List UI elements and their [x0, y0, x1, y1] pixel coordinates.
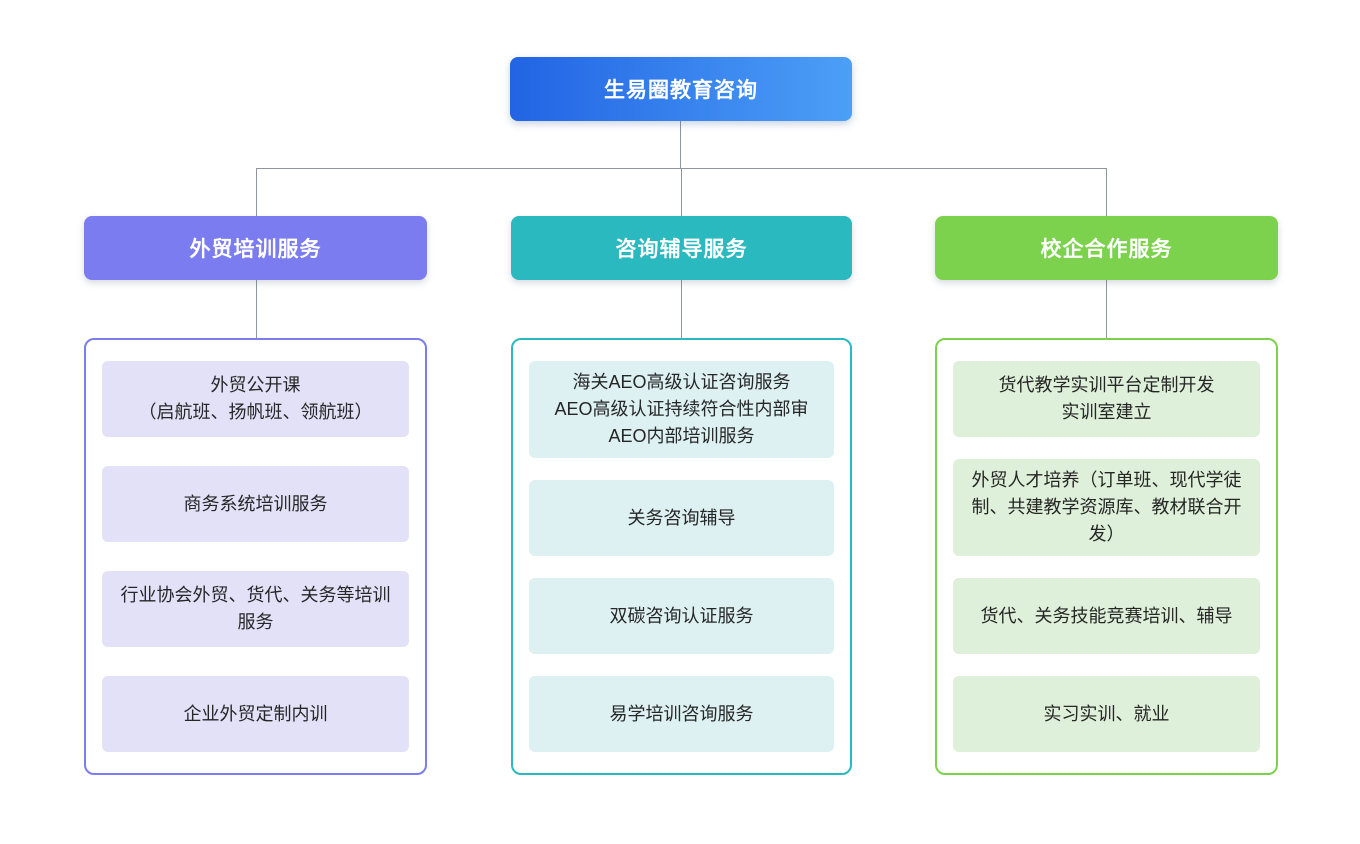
- item-node[interactable]: 关务咨询辅导: [529, 480, 834, 556]
- item-node[interactable]: 外贸人才培养（订单班、现代学徒制、共建教学资源库、教材联合开发）: [953, 459, 1260, 556]
- connector-drop-left-line: [256, 168, 257, 216]
- item-node[interactable]: 行业协会外贸、货代、关务等培训服务: [102, 571, 409, 647]
- item-label: 货代教学实训平台定制开发 实训室建立: [998, 375, 1215, 422]
- branch-container-trade-training: 外贸公开课 （启航班、扬帆班、领航班） 商务系统培训服务 行业协会外贸、货代、关…: [84, 338, 427, 775]
- item-node[interactable]: 货代教学实训平台定制开发 实训室建立: [953, 361, 1260, 437]
- connector-middle-header-to-container-line: [681, 280, 682, 338]
- branch-header-label: 咨询辅导服务: [615, 238, 748, 261]
- connector-root-stem-line: [680, 121, 681, 168]
- root-node[interactable]: 生易圈教育咨询: [510, 57, 852, 121]
- branch-header-trade-training[interactable]: 外贸培训服务: [84, 216, 427, 280]
- branch-header-label: 校企合作服务: [1040, 238, 1173, 261]
- item-label: 海关AEO高级认证咨询服务 AEO高级认证持续符合性内部审 AEO内部培训服务: [554, 372, 809, 446]
- connector-drop-middle-line: [681, 168, 682, 216]
- item-label: 外贸公开课 （启航班、扬帆班、领航班）: [138, 375, 373, 422]
- item-label: 外贸人才培养（订单班、现代学徒制、共建教学资源库、教材联合开发）: [971, 470, 1242, 544]
- root-node-label: 生易圈教育咨询: [604, 79, 758, 102]
- item-node[interactable]: 易学培训咨询服务: [529, 676, 834, 752]
- item-node[interactable]: 货代、关务技能竞赛培训、辅导: [953, 578, 1260, 654]
- item-label: 行业协会外贸、货代、关务等培训服务: [120, 585, 391, 632]
- item-node[interactable]: 实习实训、就业: [953, 676, 1260, 752]
- branch-header-consulting[interactable]: 咨询辅导服务: [511, 216, 852, 280]
- item-label: 双碳咨询认证服务: [609, 605, 754, 626]
- connector-drop-right-line: [1106, 168, 1107, 216]
- item-label: 实习实训、就业: [1043, 703, 1170, 724]
- item-label: 商务系统培训服务: [183, 493, 328, 514]
- branch-container-consulting: 海关AEO高级认证咨询服务 AEO高级认证持续符合性内部审 AEO内部培训服务 …: [511, 338, 852, 775]
- item-node[interactable]: 海关AEO高级认证咨询服务 AEO高级认证持续符合性内部审 AEO内部培训服务: [529, 361, 834, 458]
- branch-header-label: 外贸培训服务: [189, 238, 322, 261]
- item-node[interactable]: 商务系统培训服务: [102, 466, 409, 542]
- item-label: 关务咨询辅导: [627, 507, 736, 528]
- item-node[interactable]: 企业外贸定制内训: [102, 676, 409, 752]
- connector-right-header-to-container-line: [1106, 280, 1107, 338]
- item-label: 企业外贸定制内训: [183, 703, 328, 724]
- item-label: 货代、关务技能竞赛培训、辅导: [980, 605, 1233, 626]
- connector-left-header-to-container-line: [256, 280, 257, 338]
- branch-container-school-enterprise: 货代教学实训平台定制开发 实训室建立 外贸人才培养（订单班、现代学徒制、共建教学…: [935, 338, 1278, 775]
- item-label: 易学培训咨询服务: [609, 703, 754, 724]
- item-node[interactable]: 外贸公开课 （启航班、扬帆班、领航班）: [102, 361, 409, 437]
- branch-header-school-enterprise[interactable]: 校企合作服务: [935, 216, 1278, 280]
- item-node[interactable]: 双碳咨询认证服务: [529, 578, 834, 654]
